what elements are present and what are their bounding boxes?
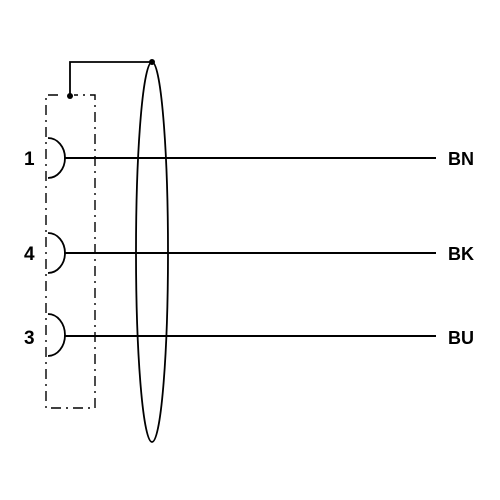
connector-housing-outline (45, 94, 96, 409)
shield-drain-wire (69, 61, 152, 95)
wire-color-label-4: BK (448, 244, 474, 264)
pin-number-4: 4 (24, 244, 35, 265)
pin-contact-3 (47, 313, 66, 357)
pin-contacts (47, 137, 66, 357)
wires (64, 157, 436, 337)
wire-color-label-1: BN (448, 149, 474, 169)
shield-junction-dot (67, 93, 73, 99)
pin-contact-4 (47, 232, 66, 274)
pin-number-3: 3 (24, 328, 35, 349)
wire-color-label-3: BU (448, 328, 474, 348)
pin-number-1: 1 (24, 149, 35, 170)
pin-contact-1 (47, 137, 66, 179)
